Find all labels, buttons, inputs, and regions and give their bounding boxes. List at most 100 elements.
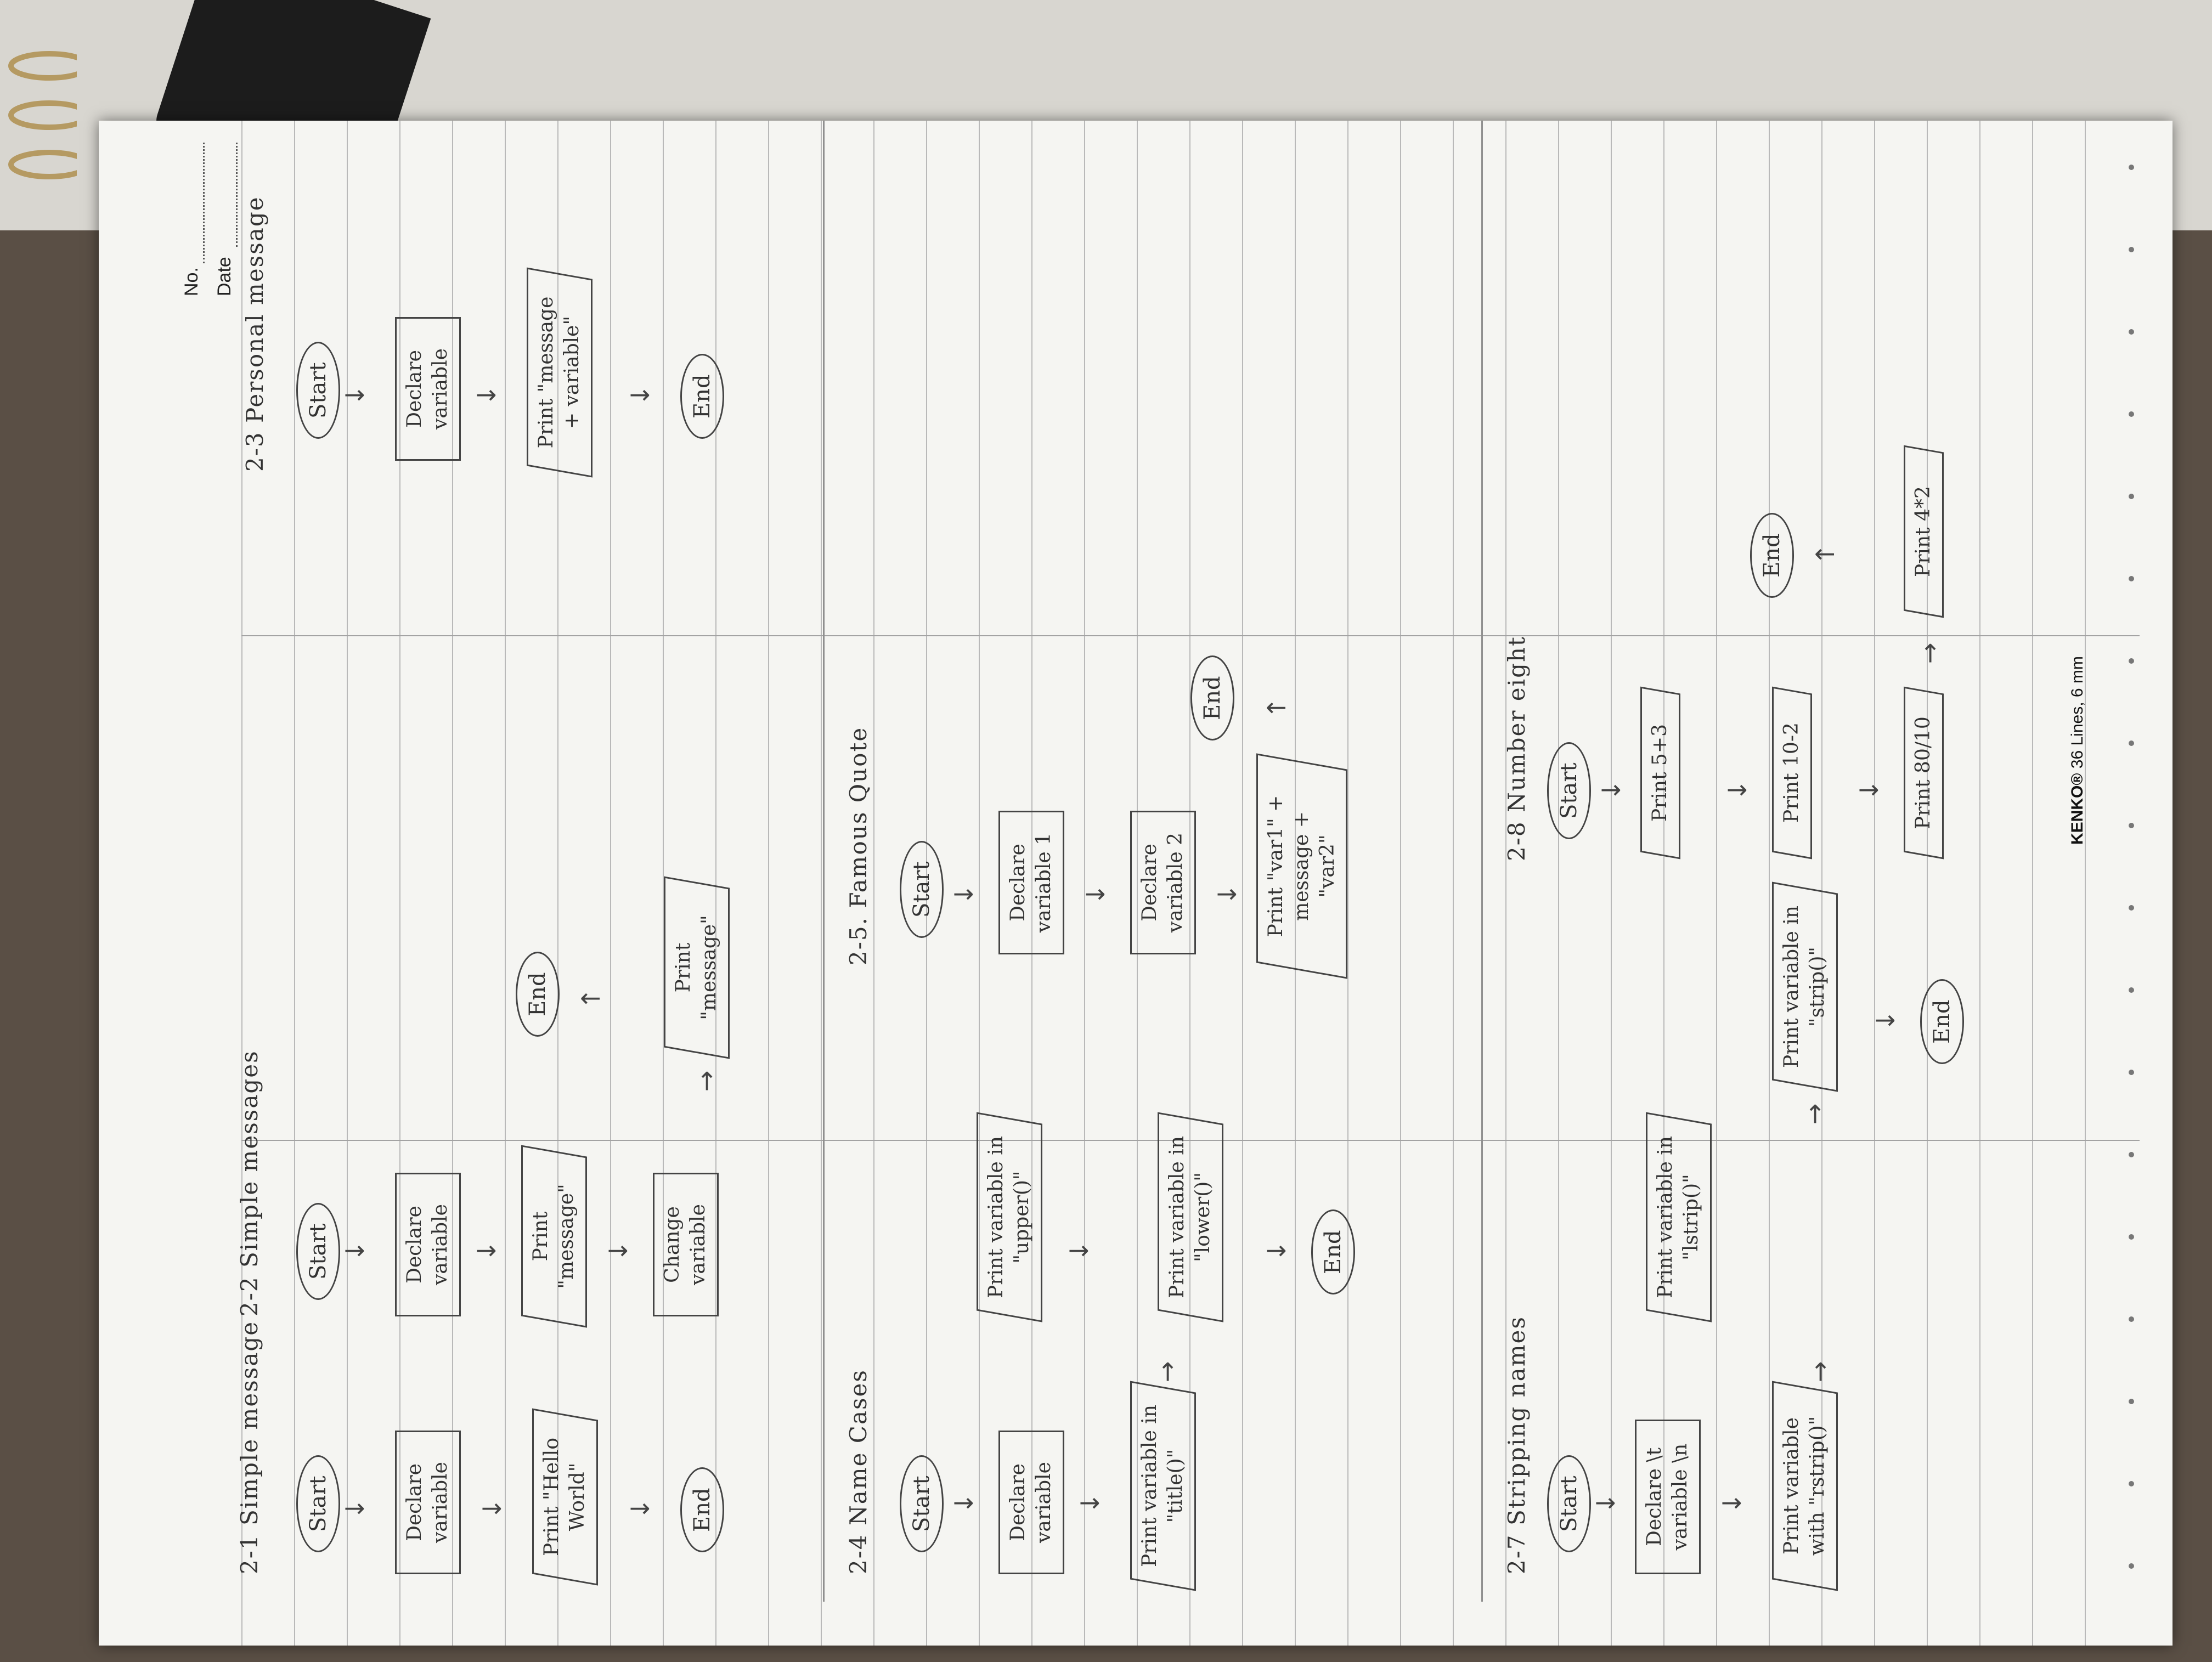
s28-arrow-2: ↓ — [1723, 779, 1752, 801]
s25-print-io: Print "var1" + message + "var2" — [1256, 753, 1348, 979]
margin-dot — [2129, 823, 2134, 828]
ruled-line — [1663, 121, 1664, 1646]
s22-arrow-3: ↓ — [603, 1240, 633, 1262]
s22-print2-io: Print "message" — [664, 876, 730, 1059]
s22-print1-io: Print "message" — [521, 1145, 587, 1328]
ruled-line — [821, 121, 822, 1646]
s24-arrow-1: ↓ — [949, 1493, 979, 1514]
s27-arrow-5: ↓ — [1871, 1010, 1900, 1031]
column-divider-2 — [241, 635, 2140, 636]
ruled-line — [1769, 121, 1770, 1646]
s27-arrow-1: ↓ — [1591, 1493, 1621, 1514]
s21-arrow-3: ↓ — [625, 1498, 655, 1519]
s22-declare-box: Declare variable — [395, 1173, 461, 1316]
s24-print-upper-io: Print variable in "upper()" — [977, 1112, 1042, 1322]
s25-end-terminal: End — [1190, 655, 1234, 740]
ruled-line — [2032, 121, 2033, 1646]
row-divider-2 — [1481, 121, 1483, 1602]
section-2-8-title: 2-8 Number eight — [1503, 636, 1530, 861]
s24-arrow-4: ↓ — [1064, 1240, 1094, 1262]
section-2-1-title: 2-1 Simple message — [236, 1320, 263, 1574]
s23-arrow-1: ↓ — [340, 385, 370, 406]
ruled-line — [610, 121, 611, 1646]
margin-dot — [2129, 1481, 2134, 1486]
section-2-5-title: 2-5. Famous Quote — [845, 726, 872, 965]
ruled-line — [1084, 121, 1085, 1646]
s25-start-terminal: Start — [900, 841, 944, 938]
date-label: Date — [214, 257, 235, 296]
no-label: No. — [181, 267, 202, 296]
s25-arrow-2: ↓ — [1081, 884, 1110, 905]
s27-print-rstrip-io: Print variable with "rstrip()" — [1772, 1381, 1838, 1591]
ruled-line — [768, 121, 769, 1646]
ruled-line — [1558, 121, 1559, 1646]
ruled-line — [347, 121, 348, 1646]
margin-dot — [2129, 740, 2134, 746]
margin-dot — [2129, 329, 2134, 335]
s23-start-terminal: Start — [296, 342, 340, 439]
s28-p3-io: Print 80/10 — [1904, 686, 1944, 860]
s24-arrow-3: → — [1152, 1361, 1182, 1382]
s23-declare-box: Declare variable — [395, 317, 461, 461]
margin-dot — [2129, 658, 2134, 664]
s28-p2-io: Print 10-2 — [1772, 686, 1812, 860]
s22-end-terminal: End — [516, 952, 560, 1037]
margin-dot — [2129, 165, 2134, 170]
s24-arrow-2: ↓ — [1075, 1493, 1105, 1514]
margin-dot — [2129, 1399, 2134, 1404]
s25-declare1-box: Declare variable 1 — [998, 811, 1064, 954]
s28-p4-io: Print 4*2 — [1904, 445, 1944, 618]
s27-arrow-4: → — [1799, 1103, 1829, 1124]
section-2-3-title: 2-3 Personal message — [241, 196, 268, 472]
s28-p1-io: Print 5+3 — [1640, 686, 1680, 860]
s22-arrow-1: ↓ — [340, 1240, 370, 1262]
ruled-line — [715, 121, 716, 1646]
margin-dot — [2129, 905, 2134, 911]
brand-spec: 36 Lines, 6 mm — [2068, 656, 2086, 769]
ruled-line — [294, 121, 295, 1646]
s27-arrow-2: ↓ — [1717, 1493, 1747, 1514]
section-2-4-title: 2-4 Name Cases — [845, 1369, 872, 1574]
ruled-line — [2085, 121, 2086, 1646]
margin-dot — [2129, 247, 2134, 252]
s24-print-lower-io: Print variable in "lower()" — [1158, 1112, 1223, 1322]
s23-end-terminal: End — [680, 354, 724, 439]
section-2-2-title: 2-2 Simple messages — [236, 1050, 263, 1316]
s21-arrow-1: ↓ — [340, 1498, 370, 1519]
ruled-line — [873, 121, 874, 1646]
notebook-brand: KENKO® 36 Lines, 6 mm — [2068, 656, 2087, 845]
s21-print-io: Print "Hello World" — [532, 1408, 598, 1586]
s22-change-box: Change variable — [653, 1173, 719, 1316]
no-dotline — [203, 143, 205, 263]
brand-name: KENKO® — [2068, 773, 2086, 845]
ruled-line — [1242, 121, 1243, 1646]
margin-dot — [2129, 1152, 2134, 1157]
margin-dot — [2129, 1234, 2134, 1240]
s27-start-terminal: Start — [1547, 1455, 1591, 1552]
ruled-line — [1874, 121, 1875, 1646]
margin-dot — [2129, 1316, 2134, 1322]
s21-arrow-2: ↓ — [477, 1498, 507, 1519]
notebook-page: No. Date 2-1 Simple message Start ↓ Decl… — [99, 121, 2172, 1646]
s28-arrow-4: → — [1915, 642, 1944, 664]
s27-print-strip-io: Print variable in "strip()" — [1772, 881, 1838, 1092]
binder-rings-top — [8, 51, 77, 179]
s24-declare-box: Declare variable — [998, 1431, 1064, 1574]
ruled-line — [1611, 121, 1612, 1646]
s28-start-terminal: Start — [1547, 742, 1591, 839]
s22-arrow-5: ↑ — [576, 988, 606, 1009]
margin-dot — [2129, 1563, 2134, 1569]
s22-arrow-2: ↓ — [472, 1240, 501, 1262]
s23-print-io: Print "message + variable" — [527, 267, 592, 478]
s25-arrow-1: ↓ — [949, 884, 979, 905]
ruled-line — [1453, 121, 1454, 1646]
margin-dot — [2129, 1070, 2134, 1075]
margin-dot — [2129, 494, 2134, 499]
s22-start-terminal: Start — [296, 1203, 340, 1300]
s21-declare-box: Declare variable — [395, 1431, 461, 1574]
s24-print-title-io: Print variable in "title()" — [1130, 1381, 1196, 1591]
s28-arrow-5: ↑ — [1810, 544, 1840, 565]
s25-declare2-box: Declare variable 2 — [1130, 811, 1196, 954]
s25-arrow-4: ↑ — [1262, 697, 1291, 719]
ruled-line — [1716, 121, 1717, 1646]
